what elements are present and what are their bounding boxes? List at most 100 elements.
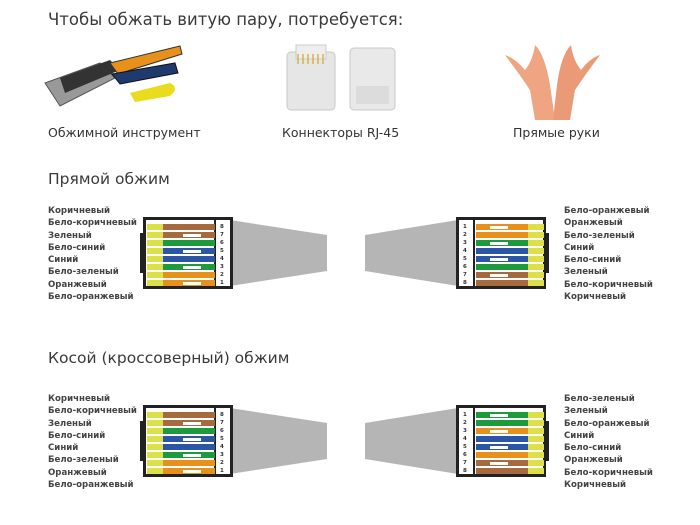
wire-tip: [147, 272, 163, 278]
pin-number: 5: [463, 444, 467, 450]
white-stripe: [183, 249, 201, 253]
wire-tip: [147, 420, 163, 426]
wire-brown-white: [476, 460, 544, 466]
pin-number: 7: [463, 272, 467, 278]
wire-tip: [147, 264, 163, 270]
rj45-connectors-image: [286, 44, 396, 111]
pin-number: 2: [220, 460, 224, 466]
white-stripe: [490, 413, 508, 417]
wire-tip: [147, 224, 163, 230]
wire-tip: [147, 232, 163, 238]
pin-number: 1: [463, 224, 467, 230]
white-stripe: [183, 233, 201, 237]
white-stripe: [183, 265, 201, 269]
white-stripe: [490, 273, 508, 277]
wire-tip: [528, 240, 544, 246]
wire-orange-white: [147, 280, 215, 286]
wire-tip: [528, 232, 544, 238]
wire-label: Оранжевый: [564, 218, 623, 229]
wire-label: Коричневый: [48, 206, 110, 216]
pin-number: 2: [463, 232, 467, 238]
pin-number: 6: [220, 240, 224, 246]
wire-blue: [476, 436, 544, 442]
white-stripe: [490, 257, 508, 261]
pin-number: 8: [463, 280, 467, 286]
wire-label: Коричневый: [564, 480, 626, 491]
pin-number: 3: [220, 452, 224, 458]
wire-tip: [528, 264, 544, 270]
wire-brown: [147, 412, 215, 418]
wire-label: Бело-синий: [48, 242, 106, 253]
wire-tip: [528, 460, 544, 466]
wire-green-white: [476, 240, 544, 246]
wire-label: Бело-зеленый: [564, 394, 635, 404]
wire-label: Оранжевый: [48, 467, 107, 478]
wire-label: Синий: [48, 255, 79, 266]
straight-crimp-title: Прямой обжим: [48, 170, 170, 188]
rj45-connectors-label: Коннекторы RJ-45: [282, 125, 400, 140]
wire-label: Бело-зеленый: [564, 230, 635, 241]
cable-jacket: [230, 408, 327, 474]
wire-green-white: [147, 452, 215, 458]
wire-tip: [528, 452, 544, 458]
pin-number: 5: [220, 436, 224, 442]
wire-label: Бело-зеленый: [48, 267, 119, 278]
wire-orange-white: [147, 468, 215, 474]
cable-jacket: [365, 408, 458, 474]
wire-blue: [147, 256, 215, 262]
wire-orange-white: [476, 428, 544, 434]
pin-number: 3: [220, 264, 224, 270]
pin-number: 1: [220, 468, 224, 474]
wires: [147, 224, 215, 288]
pin-number: 4: [463, 436, 467, 442]
wire-label: Оранжевый: [48, 279, 107, 290]
pin-number: 6: [220, 428, 224, 434]
wire-green-white: [147, 264, 215, 270]
connector-latch: [140, 421, 143, 461]
wire-label: Бело-оранжевый: [564, 418, 650, 429]
wire-label: Коричневый: [48, 394, 110, 404]
wire-label: Бело-коричневый: [564, 279, 653, 290]
wire-brown: [476, 280, 544, 286]
wire-tip: [147, 436, 163, 442]
pin-number: 8: [220, 412, 224, 418]
pin-number: 7: [463, 460, 467, 466]
white-stripe: [183, 469, 201, 473]
wire-tip: [147, 444, 163, 450]
pin-number: 5: [220, 248, 224, 254]
wire-tip: [147, 452, 163, 458]
wire-orange: [147, 460, 215, 466]
white-stripe: [490, 225, 508, 229]
wire-label: Зеленый: [48, 230, 92, 241]
wire-tip: [147, 460, 163, 466]
white-stripe: [490, 429, 508, 433]
pin-number: 2: [220, 272, 224, 278]
wire-tip: [147, 468, 163, 474]
wire-tip: [147, 280, 163, 286]
wire-blue-white: [476, 256, 544, 262]
pin-number: 5: [463, 256, 467, 262]
wire-tip: [528, 272, 544, 278]
wires: [476, 412, 544, 476]
wire-green-white: [476, 412, 544, 418]
pin-number: 1: [463, 412, 467, 418]
wire-label: Бело-коричневый: [48, 218, 137, 229]
wire-label: Зеленый: [564, 406, 608, 417]
wire-label: Оранжевый: [564, 455, 623, 466]
wire-brown: [476, 468, 544, 474]
white-stripe: [183, 421, 201, 425]
wire-green: [147, 428, 215, 434]
pin-number: 8: [463, 468, 467, 474]
wire-green: [476, 264, 544, 270]
wire-tip: [528, 248, 544, 254]
wire-label: Бело-синий: [48, 430, 106, 441]
